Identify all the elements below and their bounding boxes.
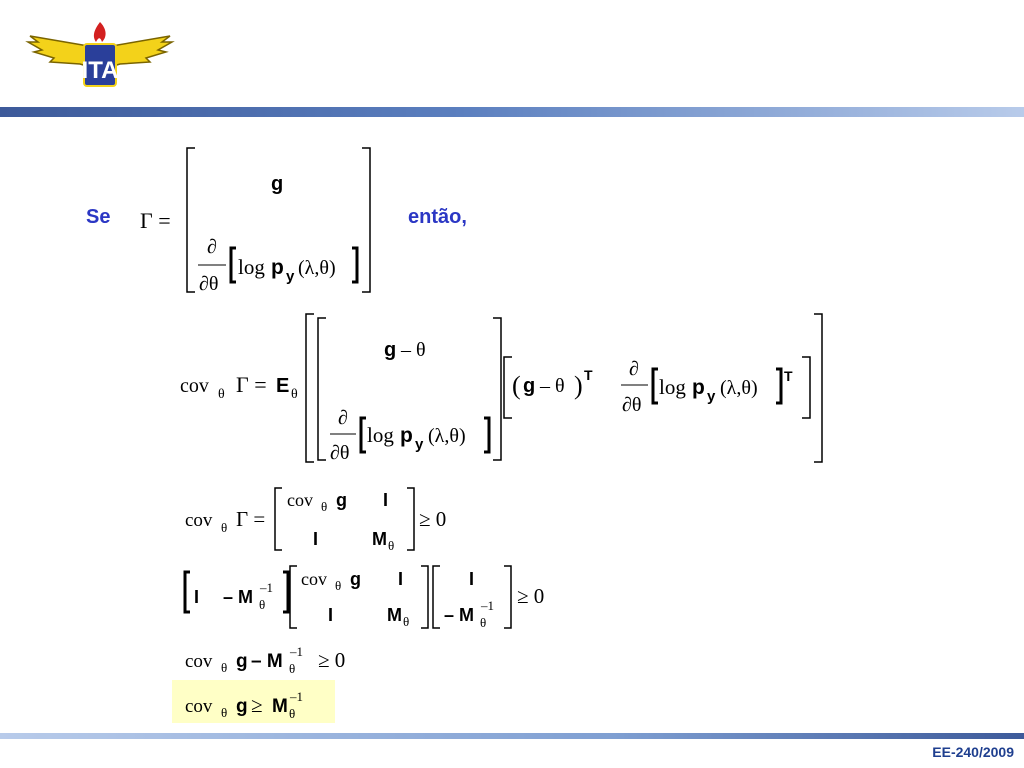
eq2-dtheta-a: ∂θ bbox=[330, 442, 349, 464]
gamma-lhs: Γ = bbox=[140, 208, 171, 233]
eq4-minusM-row-sub: θ bbox=[259, 597, 265, 612]
eq3-I-top: I bbox=[383, 490, 388, 510]
eq4-I-bottom: I bbox=[328, 605, 333, 625]
eq5-geq: ≥ 0 bbox=[318, 648, 345, 672]
eq3-gamma-eq: Γ = bbox=[236, 507, 265, 531]
header-bar bbox=[0, 107, 1024, 117]
eq2-paren-r: ) bbox=[574, 371, 583, 400]
eq3-cov-inner-sub: θ bbox=[321, 499, 327, 514]
equation-gamma-definition: Γ = g ∂ ∂θ log p y (λ,θ) bbox=[140, 147, 371, 295]
eq4-M-sub: θ bbox=[403, 614, 409, 629]
eq6-cov-sub: θ bbox=[221, 705, 227, 720]
eq4-minusM-col: – M bbox=[444, 605, 474, 625]
eq2-partial-a: ∂ bbox=[338, 407, 348, 429]
ita-logo: ITA bbox=[25, 22, 175, 87]
eq6-g: g bbox=[236, 696, 248, 717]
eq2-args-b: (λ,θ) bbox=[720, 377, 758, 399]
eq2-E: E bbox=[276, 375, 289, 397]
eq2-p-a: p bbox=[400, 424, 413, 447]
eq1-args: (λ,θ) bbox=[298, 257, 336, 279]
eq3-geq: ≥ 0 bbox=[419, 507, 446, 531]
eq3-cov-inner: cov bbox=[287, 490, 313, 510]
eq1-partial: ∂ bbox=[207, 236, 217, 258]
eq2-partial-b: ∂ bbox=[629, 358, 639, 380]
equation-difference: cov θ g – M θ –1 ≥ 0 bbox=[185, 644, 345, 676]
equation-quadratic-form: I – M θ –1 cov θ g I I M θ I – M θ –1 ≥ … bbox=[183, 565, 544, 630]
eq3-cov-sub: θ bbox=[221, 520, 227, 535]
torch-flame-icon bbox=[93, 22, 106, 42]
eq4-cov: cov bbox=[301, 569, 327, 589]
eq2-g-row: g bbox=[523, 375, 535, 397]
equation-cov-matrix: cov θ Γ = cov θ g I I M θ ≥ 0 bbox=[185, 487, 446, 553]
eq3-I-bottom: I bbox=[313, 529, 318, 549]
eq5-cov: cov bbox=[185, 651, 213, 672]
eq4-g: g bbox=[350, 569, 361, 589]
eq4-minusM-col-sub: θ bbox=[480, 615, 486, 630]
eq2-T1: T bbox=[584, 367, 593, 383]
eq2-g: g bbox=[384, 339, 396, 361]
eq6-M-sup: –1 bbox=[289, 689, 303, 704]
eq3-g: g bbox=[336, 490, 347, 510]
eq6-M-sub: θ bbox=[289, 706, 295, 721]
eq2-log-b: log bbox=[659, 375, 686, 399]
eq5-cov-sub: θ bbox=[221, 660, 227, 675]
result-highlight bbox=[172, 680, 335, 723]
se-label: Se bbox=[86, 206, 111, 228]
footer-bar bbox=[0, 733, 1024, 739]
eq4-minusM-row-sup: –1 bbox=[259, 580, 273, 595]
equation-result: cov θ g ≥ M θ –1 bbox=[185, 689, 303, 721]
eq4-I-top: I bbox=[398, 569, 403, 589]
eq3-cov: cov bbox=[185, 510, 213, 531]
eq2-y-a: y bbox=[415, 436, 424, 453]
eq1-g: g bbox=[271, 173, 283, 195]
eq6-cov: cov bbox=[185, 696, 213, 717]
eq3-M: M bbox=[372, 529, 387, 549]
eq2-cov: cov bbox=[180, 375, 209, 397]
eq2-paren-l: ( bbox=[512, 371, 521, 400]
eq5-M-sup: –1 bbox=[289, 644, 303, 659]
eq4-geq: ≥ 0 bbox=[517, 584, 544, 608]
eq2-p-b: p bbox=[692, 376, 705, 399]
eq2-T2: T bbox=[784, 368, 793, 384]
eq1-y: y bbox=[286, 268, 295, 285]
eq2-minus-theta-row: – θ bbox=[539, 375, 565, 397]
footer-course-label: EE-240/2009 bbox=[932, 744, 1014, 760]
eq3-M-sub: θ bbox=[388, 538, 394, 553]
eq2-minus-theta: – θ bbox=[400, 339, 426, 361]
eq2-gamma-eq: Γ = bbox=[236, 372, 267, 397]
entao-label: então, bbox=[408, 206, 467, 228]
eq1-dtheta: ∂θ bbox=[199, 273, 218, 295]
eq2-y-b: y bbox=[707, 388, 716, 405]
eq4-I-col: I bbox=[469, 569, 474, 589]
eq4-cov-sub: θ bbox=[335, 578, 341, 593]
eq6-geq: ≥ bbox=[251, 693, 263, 717]
eq5-g: g bbox=[236, 651, 248, 672]
eq4-minusM-col-sup: –1 bbox=[480, 598, 494, 613]
eq4-M: M bbox=[387, 605, 402, 625]
logo-text: ITA bbox=[82, 57, 119, 84]
eq2-E-sub: θ bbox=[291, 387, 298, 402]
eq1-p: p bbox=[271, 256, 284, 279]
eq1-log: log bbox=[238, 255, 265, 279]
eq5-minusM: – M bbox=[251, 651, 283, 672]
eq6-M: M bbox=[272, 696, 288, 717]
eq4-I-row: I bbox=[194, 587, 199, 607]
eq2-cov-sub: θ bbox=[218, 387, 225, 402]
eq5-M-sub: θ bbox=[289, 661, 295, 676]
eq2-log-a: log bbox=[367, 423, 394, 447]
equation-cov-expectation: cov θ Γ = E θ g – θ ∂ ∂θ log p y (λ,θ) (… bbox=[180, 313, 823, 464]
eq2-args-a: (λ,θ) bbox=[428, 425, 466, 447]
eq4-minusM-row: – M bbox=[223, 587, 253, 607]
eq2-dtheta-b: ∂θ bbox=[622, 394, 641, 416]
